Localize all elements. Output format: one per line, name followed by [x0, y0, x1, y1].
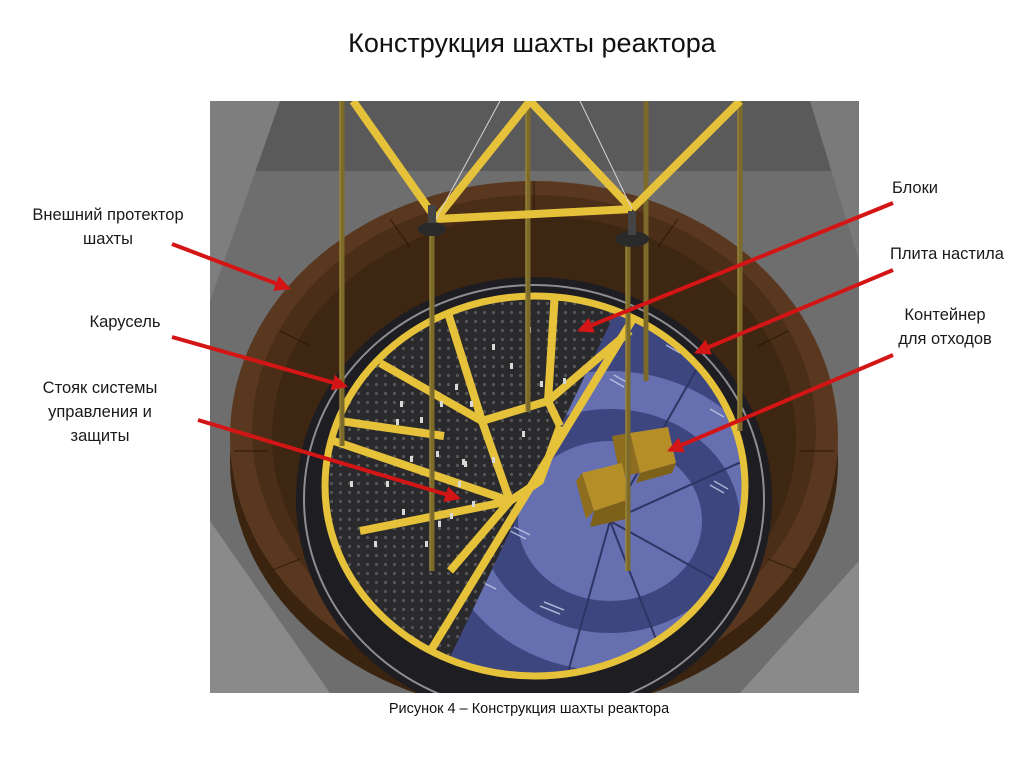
suspension-cables [435, 101, 633, 220]
label-riser-line3: защиты [70, 427, 130, 445]
reactor-shaft-render [210, 101, 859, 693]
label-container-line1: Контейнер [904, 306, 986, 324]
label-riser-line2: управления и [48, 403, 152, 421]
label-outer-protector: Внешний протектор шахты [18, 203, 198, 251]
label-outer-protector-line2: шахты [83, 230, 133, 248]
figure-caption: Рисунок 4 – Конструкция шахты реактора [388, 701, 670, 717]
label-outer-protector-line1: Внешний протектор [32, 206, 184, 224]
label-container: Контейнер для отходов [870, 303, 1020, 351]
waste-containers [576, 427, 676, 527]
label-riser-line1: Стояк системы [42, 379, 158, 397]
label-blocks: Блоки [891, 179, 939, 197]
label-riser: Стояк системы управления и защиты [10, 376, 190, 448]
label-deck-plate: Плита настила [890, 245, 1004, 263]
page-title: Конструкция шахты реактора [348, 28, 716, 58]
label-container-line2: для отходов [898, 330, 992, 348]
reactor-shaft-illustration [210, 101, 859, 693]
label-carousel: Карусель [89, 313, 161, 331]
